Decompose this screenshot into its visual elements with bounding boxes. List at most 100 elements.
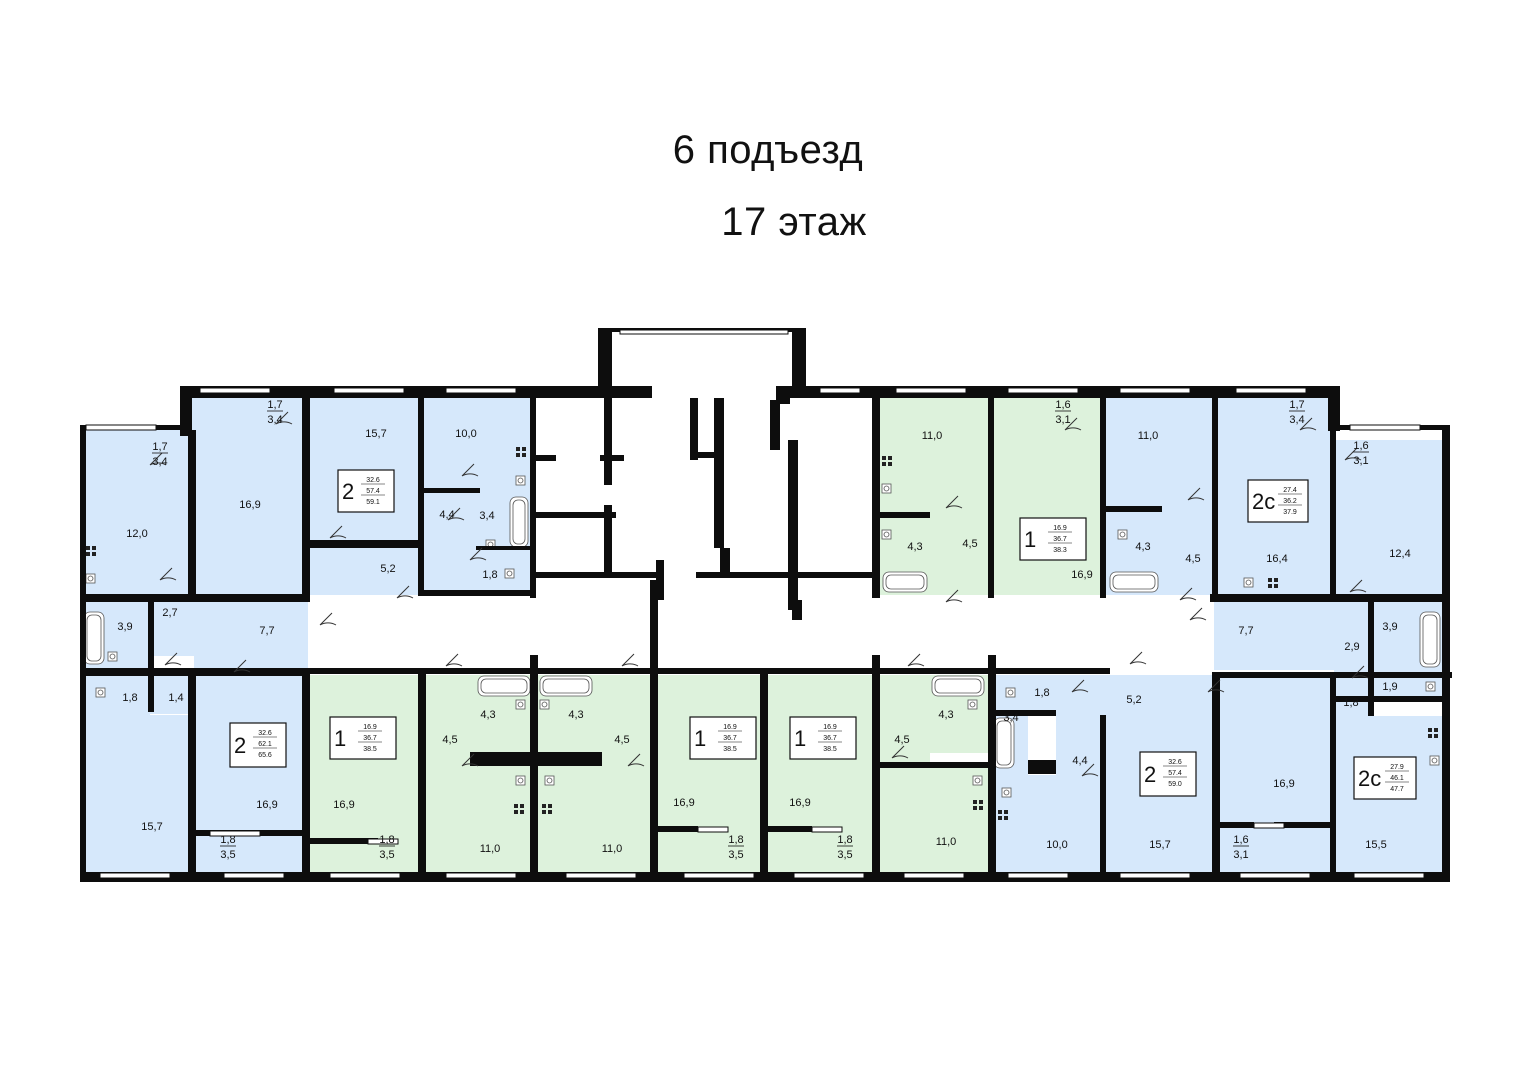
- wall: [188, 430, 196, 596]
- wall: [650, 668, 880, 674]
- room-label: 1,6: [1233, 834, 1248, 846]
- wall: [598, 328, 612, 398]
- wall: [760, 672, 768, 880]
- wall: [690, 452, 720, 458]
- wall: [604, 398, 612, 460]
- window-icon: [1353, 872, 1425, 879]
- toilet-icon: [504, 568, 515, 579]
- room-label: 2,7: [162, 607, 177, 619]
- room-label-secondary: 3,4: [267, 414, 282, 426]
- wall: [656, 560, 664, 600]
- window-icon: [1007, 872, 1069, 879]
- wall: [788, 440, 798, 610]
- door-swing-icon: [1081, 763, 1099, 777]
- legend-living: 27.9: [1390, 764, 1404, 771]
- wall: [878, 762, 990, 768]
- legend-living: 16.9: [363, 724, 377, 731]
- door-swing-icon: [461, 463, 479, 477]
- room-11-0-b: [536, 765, 656, 880]
- bathtub-icon: [509, 496, 529, 548]
- room-label: 3,9: [1382, 621, 1397, 633]
- room-label: 4,3: [1135, 541, 1150, 553]
- room-label: 10,0: [455, 428, 476, 440]
- window-icon: [1119, 872, 1191, 879]
- room-label: 10,0: [1046, 839, 1067, 851]
- door-swing-icon: [1129, 651, 1147, 665]
- wall: [872, 668, 990, 674]
- room-label: 12,4: [1389, 548, 1410, 560]
- wall: [188, 672, 196, 880]
- toilet-icon: [515, 475, 526, 486]
- stove-icon: [1428, 728, 1438, 738]
- window-icon: [1349, 424, 1421, 431]
- room-16-9-f: [990, 430, 1102, 595]
- window-icon: [367, 838, 399, 845]
- room-label: 16,9: [673, 797, 694, 809]
- toilet-icon: [515, 775, 526, 786]
- room-15-7-c: [1106, 725, 1214, 880]
- door-swing-icon: [1189, 607, 1207, 621]
- window-icon: [1253, 822, 1285, 829]
- bathtub-icon: [882, 571, 928, 593]
- room-label: 4,4: [439, 509, 454, 521]
- window-icon: [619, 329, 789, 335]
- window-icon: [903, 872, 965, 879]
- room-label: 16,9: [1071, 569, 1092, 581]
- wall: [180, 386, 192, 436]
- wall: [1210, 594, 1450, 602]
- room-15-7-b: [80, 715, 194, 880]
- wall: [604, 455, 612, 485]
- door-swing-icon: [233, 659, 251, 673]
- door-swing-icon: [319, 612, 337, 626]
- windows-layer: [85, 329, 1425, 879]
- legend-rooms: 1: [1024, 527, 1036, 552]
- room-label: 1,8: [220, 834, 235, 846]
- legend-rooms: 2с: [1252, 489, 1275, 514]
- wall: [530, 655, 538, 880]
- room-1-7-3-4-a: [80, 425, 192, 470]
- room-10-0-a: [420, 398, 532, 493]
- room-11-0-d: [878, 398, 990, 518]
- window-icon: [683, 872, 755, 879]
- room-label: 12,0: [126, 528, 147, 540]
- room-label: 4,3: [938, 709, 953, 721]
- wall: [148, 600, 154, 712]
- wall: [418, 672, 426, 880]
- room-label: 11,0: [936, 836, 957, 848]
- bathtub-icon: [477, 675, 531, 697]
- room-label: 11,0: [480, 843, 501, 855]
- wall: [1334, 696, 1442, 702]
- room-1-8-3-5-c: [656, 830, 762, 880]
- room-7-7-a: [194, 600, 308, 670]
- room-label: 1,8: [1034, 687, 1049, 699]
- legend-rooms: 2с: [1358, 766, 1381, 791]
- wall: [1100, 398, 1106, 598]
- room-label: 16,9: [789, 797, 810, 809]
- legend-total: 57.4: [366, 488, 380, 495]
- rooms-layer: [80, 398, 1444, 880]
- wall: [770, 400, 780, 450]
- toilet-icon: [515, 699, 526, 710]
- wall: [476, 546, 532, 550]
- stove-icon: [1268, 578, 1278, 588]
- legend-living: 32.6: [366, 477, 380, 484]
- toilet-icon: [1243, 577, 1254, 588]
- legend-living: 32.6: [1168, 759, 1182, 766]
- legend-rooms: 1: [694, 726, 706, 751]
- stair-core: [532, 398, 878, 598]
- door-swing-icon: [159, 567, 177, 581]
- wall: [536, 512, 616, 518]
- room-label: 15,7: [141, 821, 162, 833]
- window-icon: [333, 387, 405, 394]
- toilet-icon: [539, 699, 550, 710]
- room-label: 1,7: [152, 441, 167, 453]
- wall: [604, 505, 612, 575]
- room-label: 1,8: [837, 834, 852, 846]
- door-swing-icon: [1344, 447, 1362, 461]
- door-swing-icon: [1351, 665, 1369, 679]
- wall: [690, 398, 698, 460]
- room-label-secondary: 3,5: [837, 849, 852, 861]
- wall: [536, 455, 556, 461]
